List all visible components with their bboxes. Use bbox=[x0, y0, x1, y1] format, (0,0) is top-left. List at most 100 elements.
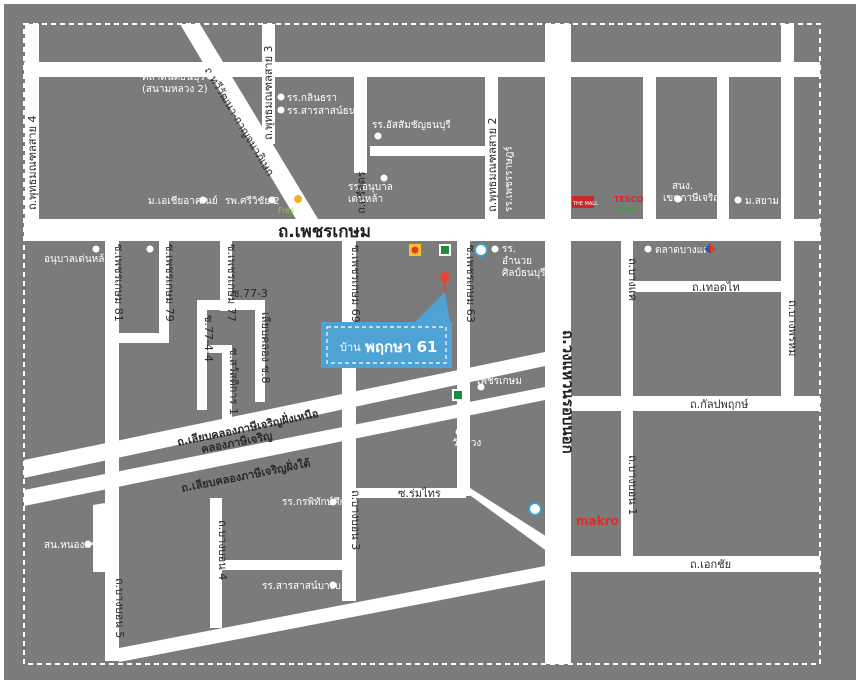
place-talat-nat: ตลาดนัดธนบุรี bbox=[142, 71, 205, 83]
callout-prefix: บ้าน bbox=[340, 341, 361, 354]
road-soi-81-h bbox=[119, 333, 169, 343]
poi-dot bbox=[477, 383, 485, 391]
poi-dot bbox=[329, 498, 337, 506]
place-anuban: รร.อนุบาล bbox=[348, 182, 393, 193]
map-frame bbox=[23, 23, 821, 665]
fresh-icon bbox=[294, 195, 302, 203]
road-thawi-watthana bbox=[180, 24, 318, 219]
road-phutthamonthon-2 bbox=[485, 62, 498, 219]
carrefour-mark bbox=[710, 244, 716, 254]
road-assumption bbox=[370, 146, 485, 156]
place-amnuay: รร. bbox=[502, 244, 516, 255]
place-district: สนง. bbox=[672, 181, 693, 192]
poi-dot bbox=[84, 540, 92, 548]
road-right bbox=[781, 24, 794, 220]
road-srichit bbox=[354, 77, 367, 173]
road-liap-north bbox=[24, 352, 545, 478]
place-hospital: รพ.ศรีวิชัย 2 bbox=[225, 195, 280, 207]
road-liap-khlong-8 bbox=[255, 300, 265, 402]
label-soi-77-3: ซ.77-3 bbox=[232, 287, 268, 300]
callout-border bbox=[326, 326, 447, 364]
label-soi-69: ซ.เพชรเกษม 69 bbox=[349, 245, 362, 323]
label-soi-81: ซ.เพชรเกษม 81 bbox=[112, 244, 125, 322]
label-bang-bon-1: ถ.บางบอน 1 bbox=[626, 455, 639, 515]
place-fresh: Fres bbox=[278, 206, 294, 215]
label-sawad: ซ.สวัสดิการ 1 bbox=[227, 348, 240, 415]
place-school-sarasas: รร.สารสาสน์ธนบุรี bbox=[287, 105, 368, 117]
place-police-nongkhaem: สน.หนองแขม bbox=[44, 540, 104, 551]
poi-dot bbox=[491, 245, 499, 253]
place-tesco: TESCO bbox=[614, 195, 644, 204]
poi-dot bbox=[206, 72, 214, 80]
label-phutthamonthon-4: ถ.พุทธมณฑลสาย 4 bbox=[26, 115, 39, 210]
school-logo-icon bbox=[528, 502, 542, 516]
road-rom-sai bbox=[356, 488, 466, 498]
big-c-mark bbox=[411, 246, 419, 254]
place-bangbon-school: รร.สารสาสน์บางบอน bbox=[262, 580, 354, 592]
road-soi-77-4 bbox=[197, 300, 207, 410]
place-police: สน. bbox=[477, 364, 493, 375]
label-kanlapaphruek: ถ.กัลปพฤกษ์ bbox=[690, 398, 749, 411]
road-soi-small bbox=[207, 345, 222, 353]
label-bang-bon-5: ถ.บางบอน 5 bbox=[113, 578, 126, 638]
road-nongkhaem-h bbox=[93, 562, 113, 572]
place-anuban-denla: อนุบาลเด่นหล้า bbox=[44, 253, 110, 265]
label-ekkachai: ถ.เอกชัย bbox=[690, 558, 731, 571]
places-top: ตลาดนัดธนบุรี (สนามหลวง 2) รร.กลินธรา รร… bbox=[142, 71, 779, 215]
road-phutthamonthon-4 bbox=[25, 24, 39, 220]
road-thoet-thai bbox=[633, 281, 781, 292]
road-soi-77 bbox=[220, 241, 232, 311]
poi-dot bbox=[374, 132, 382, 140]
place-kanchana: รร.กรพิทักษ์ศึกษา bbox=[282, 496, 358, 508]
place-wat-muang: วัดม่วง bbox=[452, 438, 481, 449]
label-bang-bon-3: ถ.บางบอน 3 bbox=[349, 490, 362, 550]
poi-dot bbox=[146, 245, 154, 253]
seven-eleven-mark bbox=[441, 246, 449, 254]
poi-dot bbox=[380, 174, 388, 182]
place-talat-bangkhae: ตลาดบางแค bbox=[655, 245, 710, 256]
road-rom-sai-diag bbox=[460, 488, 552, 552]
road-bang-bon-4 bbox=[210, 498, 222, 628]
place-school-sinsara: รร.กลินธรา bbox=[287, 93, 337, 104]
label-bang-khae: ถ.บางแค bbox=[626, 258, 639, 301]
place-makro: makro bbox=[576, 514, 619, 528]
place-assumption: รร.อัสสัมชัญธนบุรี bbox=[372, 119, 451, 131]
label-thoet-thai: ถ.เทอดไท bbox=[692, 281, 740, 294]
poi-dot bbox=[277, 93, 285, 101]
label-kanchanaphisek: ถ.วงแหวนรอบนอก bbox=[559, 330, 577, 454]
label-rom-sai: ซ.ร่มไทร bbox=[398, 487, 441, 500]
road-network bbox=[24, 24, 820, 664]
road-soi-79 bbox=[159, 241, 169, 341]
the-mall-icon bbox=[572, 196, 594, 208]
callout-pointer bbox=[415, 292, 450, 322]
seven-eleven-mark-2 bbox=[454, 391, 462, 399]
place-siam-uni: ม.สยาม bbox=[745, 196, 779, 207]
place-talat-nat-2: (สนามหลวง 2) bbox=[142, 84, 208, 95]
amnuay-logo-icon bbox=[474, 243, 488, 257]
poi-dot bbox=[455, 428, 463, 436]
callout-title: พฤกษา 61 bbox=[365, 338, 437, 356]
poi-dot bbox=[734, 196, 742, 204]
road-top-v1 bbox=[643, 62, 656, 219]
label-phutthamonthon-3: ถ.พุทธมณฑลสาย 3 bbox=[262, 45, 275, 140]
place-school-phet: รร.เพชรราษฎร์ bbox=[503, 146, 515, 212]
label-soi-77-4: ซ.77-4-4 bbox=[202, 315, 215, 362]
road-kanlapaphruek bbox=[571, 396, 820, 411]
road-ekkachai bbox=[571, 556, 820, 572]
poi-dot bbox=[268, 196, 276, 204]
label-liap-khlong-8: เลียบคลอง ซ.8 bbox=[259, 312, 272, 383]
road-bottom-diag bbox=[119, 566, 545, 662]
poi-dot bbox=[329, 581, 337, 589]
place-the-mall: THE MALL bbox=[572, 201, 598, 207]
callout-box bbox=[321, 322, 452, 368]
place-police-2: เพชรเกษม bbox=[477, 376, 522, 387]
places-bottom: อนุบาลเด่นหล้า รร. อำนวย ศิลป์ธนบุรี สน.… bbox=[44, 243, 716, 592]
label-soi-77: ซ.เพชรเกษม 77 bbox=[225, 244, 238, 322]
place-amnuay-3: ศิลป์ธนบุรี bbox=[502, 267, 546, 279]
road-bang-bon-h bbox=[222, 560, 342, 570]
pin-icon bbox=[440, 272, 450, 282]
label-bang-phrom: ถ.บางพรหม bbox=[786, 300, 799, 356]
label-soi-79: ซ.เพชรเกษม 79 bbox=[163, 244, 176, 322]
project-callout: บ้าน พฤกษา 61 bbox=[321, 292, 452, 368]
